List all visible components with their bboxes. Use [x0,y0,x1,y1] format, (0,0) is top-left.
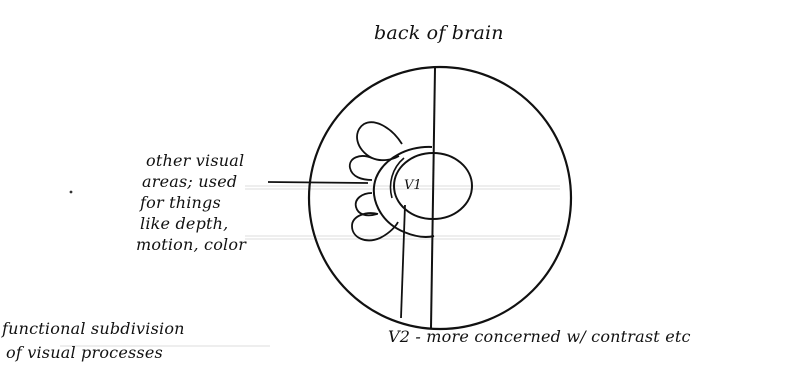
other-visual-areas-annotation: other visual areas; used for things like… [140,150,246,255]
functional-note-line: functional subdivision [2,317,185,341]
v1-label: V1 [404,178,422,193]
v2-pointer-line [401,205,405,318]
areas-annotation-line: motion, color [136,234,246,255]
lobe-upper-mid [350,156,372,180]
diagram-title: back of brain [374,22,504,44]
areas-annotation-line: areas; used [142,171,246,192]
v2-annotation: V2 - more concerned w/ contrast etc [388,327,691,346]
functional-note-line: of visual processes [6,341,185,365]
functional-subdivision-note: functional subdivision of visual process… [2,317,185,365]
brain-midline [431,68,435,328]
areas-pointer-line [268,182,368,183]
areas-annotation-line: like depth, [140,213,246,234]
scan-speck [70,191,73,194]
v2-crescent-inner [391,158,405,198]
areas-annotation-line: for things [140,192,246,213]
lobe-top [357,122,402,160]
areas-annotation-line: other visual [146,150,246,171]
brain-outer-circle [309,67,571,329]
